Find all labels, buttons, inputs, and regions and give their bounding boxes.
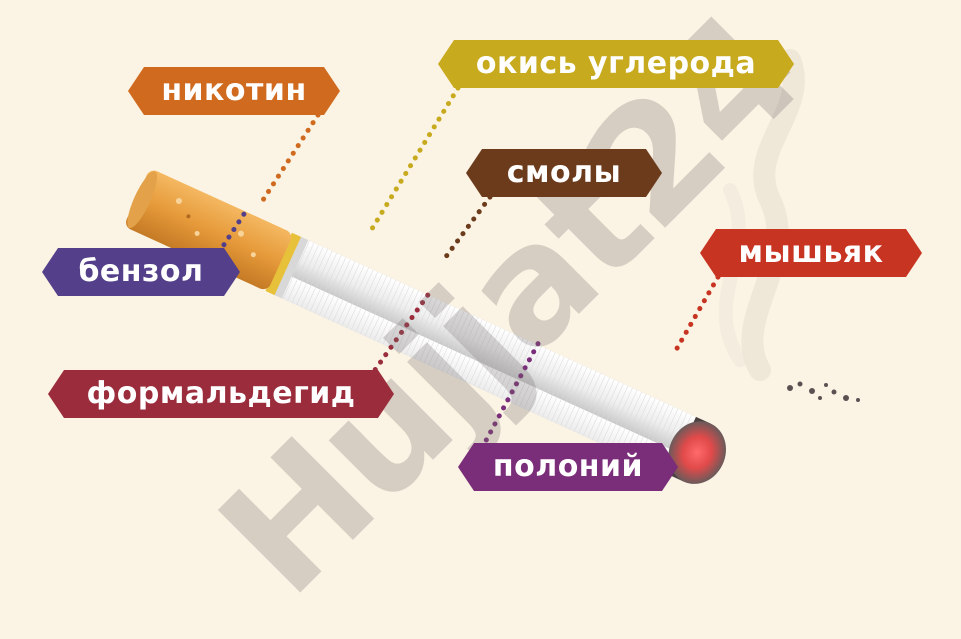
leader-smoly <box>442 194 493 261</box>
cigarette-paper <box>278 238 706 480</box>
label-benzol: бензол <box>42 248 240 296</box>
leader-myshyak <box>673 274 721 353</box>
ash-crumbs <box>787 381 860 402</box>
label-smoly: смолы <box>466 149 662 197</box>
leader-okis <box>367 85 461 235</box>
leader-nikotin <box>260 112 321 203</box>
label-formaldegid: формальдегид <box>48 370 394 418</box>
label-okis-ugleroda: окись углерода <box>438 40 794 88</box>
cigarette-ember <box>668 421 726 484</box>
label-polonii: полоний <box>458 443 678 491</box>
leader-polonii <box>479 337 543 451</box>
label-myshyak: мышьяк <box>700 229 922 277</box>
leader-formaldegid <box>367 289 433 380</box>
smoke <box>741 49 805 381</box>
cigarette-illustration <box>126 49 860 484</box>
label-nikotin: никотин <box>128 67 340 115</box>
cigarette-gold-band <box>265 232 302 296</box>
cigarette-filter <box>126 170 292 290</box>
cigarette <box>126 170 726 484</box>
